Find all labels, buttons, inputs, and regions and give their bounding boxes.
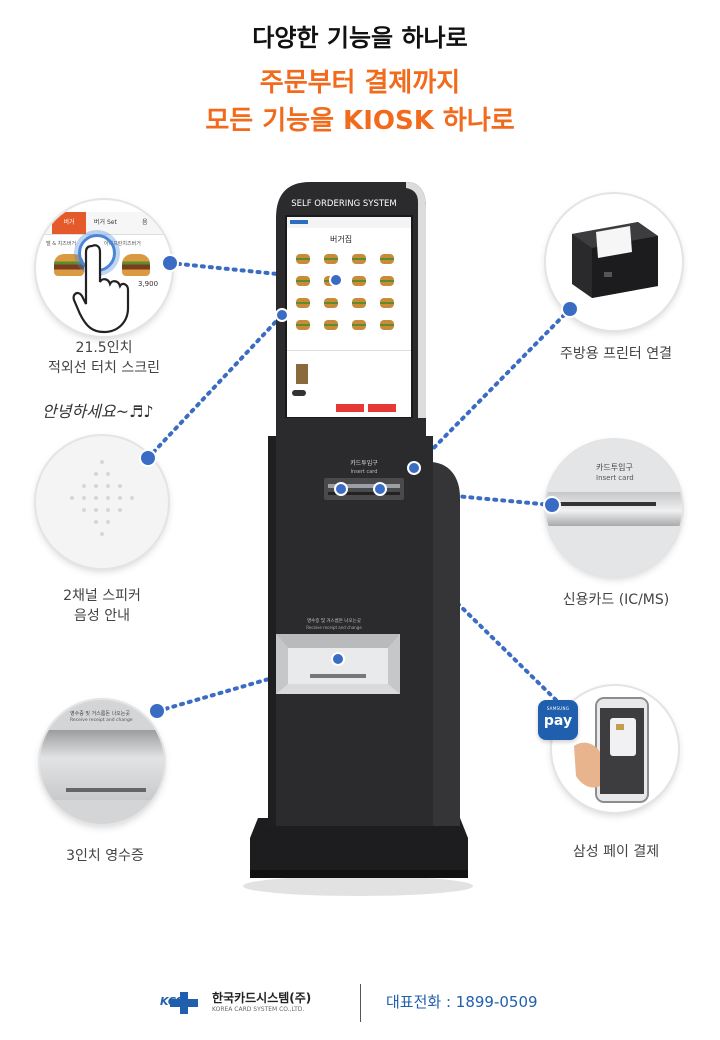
- menu-item-thumb-lettuce: [352, 302, 366, 304]
- menu-item-thumb-lettuce: [324, 324, 338, 326]
- company-name-en: KOREA CARD SYSTEM CO.,LTD.: [212, 1006, 305, 1013]
- printer-icon: [572, 222, 658, 298]
- touch-screen-caption-line2: 적외선 터치 스크린: [48, 360, 160, 376]
- speaker-caption: 2채널 스피커 음성 안내: [22, 586, 182, 626]
- samsung-pay-logo: SAMSUNG pay: [538, 700, 578, 740]
- menu-item-thumb-lettuce: [380, 280, 394, 282]
- card-reader-bar: [546, 492, 682, 526]
- burger-image-1: [54, 254, 84, 276]
- headline-main-line2: 모든 기능을 KIOSK 하나로: [205, 106, 515, 136]
- receipt-closeup-label-en: Receive receipt and change: [70, 718, 133, 723]
- printer-caption: 주방용 프린터 연결: [560, 346, 672, 362]
- speaker-caption-line1: 2채널 스피커: [63, 588, 141, 604]
- touch-tab-3: 음: [142, 219, 148, 226]
- touch-item-price: 3,900: [138, 280, 159, 288]
- card-closeup-label-en: Insert card: [596, 474, 634, 482]
- kiosk-screen-title: 버거집: [330, 234, 352, 244]
- connector-printer: [412, 307, 572, 470]
- samsung-pay-caption: 삼성 페이 결제: [572, 844, 660, 860]
- connector-speaker: [146, 313, 284, 460]
- kcs-logo: KCS: [160, 990, 208, 1016]
- kiosk-card-slot-label-ko: 카드투입구: [350, 459, 378, 467]
- kiosk-card-dot-left: [334, 482, 348, 496]
- card-caption: 신용카드 (IC/MS): [562, 592, 670, 608]
- touch-screen-caption: 21.5인치 적외선 터치 스크린: [24, 338, 184, 378]
- printer-closeup: [546, 194, 682, 330]
- touch-item-name-2: 아메프란치즈버거: [104, 241, 141, 247]
- menu-item-thumb-lettuce: [380, 258, 394, 260]
- menu-item-thumb-lettuce: [324, 302, 338, 304]
- menu-item-thumb-lettuce: [380, 324, 394, 326]
- samsung-pay-word: pay: [543, 713, 573, 729]
- kiosk-receipt-label-en: Receive receipt and change: [306, 625, 362, 630]
- kiosk-card-dot-right: [373, 482, 387, 496]
- speaker-dot: [141, 451, 155, 465]
- kiosk-top-title: SELF ORDERING SYSTEM: [291, 199, 397, 209]
- phone-in-hand-icon: [574, 697, 649, 803]
- touch-item-name-1: 텔 & 치즈버거: [46, 241, 77, 247]
- headline-intro: 다양한 기능을 하나로: [252, 24, 468, 52]
- menu-item-thumb-lettuce: [380, 302, 394, 304]
- card-closeup-label-ko: 카드투입구: [596, 463, 633, 472]
- menu-item-thumb-lettuce: [324, 258, 338, 260]
- receipt-slot: [66, 788, 146, 792]
- receipt-closeup-label-ko: 영수증 및 거스름돈 나오는곳: [70, 711, 130, 717]
- company-name-ko: 한국카드시스템(주): [212, 991, 312, 1005]
- kiosk-receipt-dot: [331, 652, 345, 666]
- receipt-dot: [150, 704, 164, 718]
- samsung-pay-brand: SAMSUNG: [546, 706, 570, 711]
- receipt-caption: 3인치 영수증: [66, 848, 144, 864]
- phone-number: 대표전화 : 1899-0509: [386, 993, 538, 1011]
- touch-screen-caption-line1: 21.5인치: [75, 340, 133, 356]
- kiosk-printer-dot: [407, 461, 421, 475]
- kiosk-card-slot-label-en: Insert card: [351, 469, 378, 475]
- card-slot: [556, 502, 656, 506]
- touch-tab-2: 버거 Set: [94, 219, 117, 226]
- printer-dot: [563, 302, 577, 316]
- kiosk-illustration: 카드투입구 Insert card 영수증 및 거스름돈 나오는곳 Receiv…: [243, 182, 473, 896]
- speaker-grille-icon: [70, 460, 134, 536]
- hand-pointer-icon: [72, 244, 130, 334]
- speaker-caption-line2: 음성 안내: [74, 608, 130, 624]
- card-reader-closeup: 카드투입구 Insert card: [546, 440, 682, 576]
- kiosk-screen-edge-dot: [275, 308, 289, 322]
- touch-screen-dot: [163, 256, 177, 270]
- card-dot: [545, 498, 559, 512]
- burger-image-2: [122, 254, 150, 276]
- headline-main-line1: 주문부터 결제까지: [259, 68, 461, 98]
- touch-screen-closeup: 버거 버거 Set 음 텔 & 치즈버거 아메프란치즈버거 3,900: [36, 200, 172, 336]
- kcs-logo-text: KCS: [160, 995, 184, 1008]
- kiosk-screen-dot: [329, 273, 343, 287]
- menu-item-thumb-lettuce: [352, 280, 366, 282]
- menu-item-thumb-lettuce: [296, 280, 310, 282]
- menu-item-thumb-lettuce: [352, 324, 366, 326]
- kcs-logo-mark-icon: [170, 992, 198, 1014]
- footer-divider: [360, 984, 361, 1022]
- connector-receipt: [156, 657, 340, 713]
- touch-tab-1: 버거: [52, 212, 86, 234]
- menu-item-thumb-lettuce: [296, 302, 310, 304]
- menu-item-thumb-lettuce: [352, 258, 366, 260]
- speaker-closeup: [36, 436, 168, 568]
- menu-item-thumb-lettuce: [296, 324, 310, 326]
- receipt-closeup: 영수증 및 거스름돈 나오는곳 Receive receipt and chan…: [40, 700, 164, 824]
- samsung-pay-closeup: [552, 686, 678, 812]
- kiosk-menu-grid: [296, 254, 394, 330]
- speaker-greeting: 안녕하세요~♬♪: [42, 402, 154, 421]
- kiosk-receipt-label-ko: 영수증 및 거스름돈 나오는곳: [307, 617, 361, 624]
- menu-item-thumb-lettuce: [296, 258, 310, 260]
